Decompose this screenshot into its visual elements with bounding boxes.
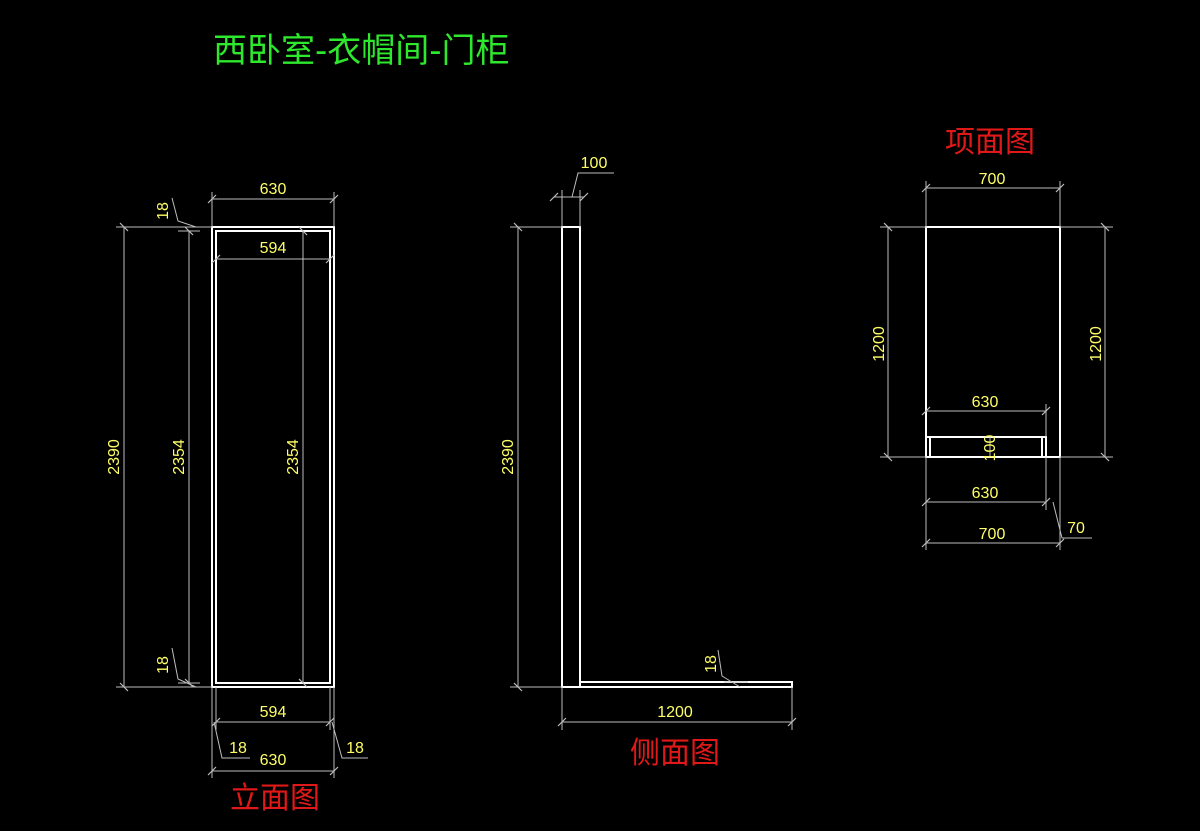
elevation-inner-frame <box>215 230 331 684</box>
top-view-label: 项面图 <box>945 125 1035 160</box>
dim-70: 70 <box>1067 520 1085 537</box>
dim-2354-left: 2354 <box>171 439 188 475</box>
drawing-title: 西卧室-衣帽间-门柜 <box>213 31 510 71</box>
elevation-view: 630 594 18 2390 2354 2354 18 594 63 <box>106 181 368 816</box>
dim-1200-side: 1200 <box>657 704 693 721</box>
side-view: 100 2390 18 1200 侧面图 <box>500 155 797 771</box>
side-bottom-board <box>579 681 793 688</box>
dim-594-bottom: 594 <box>260 704 287 721</box>
dim-18-bottom: 18 <box>155 656 172 674</box>
top-outer-outline <box>925 226 1061 458</box>
dim-100-top: 100 <box>982 435 999 462</box>
dim-630-top: 630 <box>260 181 287 198</box>
top-view: 项面图 700 1200 1200 630 100 630 <box>871 125 1113 550</box>
elevation-view-label: 立面图 <box>230 781 320 816</box>
dim-1200-right: 1200 <box>1088 326 1105 362</box>
top-door-panel <box>925 436 1047 458</box>
dim-630-inner: 630 <box>972 394 999 411</box>
dim-630-bottom: 630 <box>260 752 287 769</box>
elevation-outer-frame <box>211 226 335 688</box>
dim-700-below: 700 <box>979 526 1006 543</box>
dim-18-right: 18 <box>346 740 364 757</box>
dim-2354-right: 2354 <box>285 439 302 475</box>
side-view-label: 侧面图 <box>630 736 720 771</box>
dim-1200-left: 1200 <box>871 326 888 362</box>
dim-18-top: 18 <box>155 202 172 220</box>
dim-594-top: 594 <box>260 240 287 257</box>
dim-2390-side: 2390 <box>500 439 517 475</box>
dim-630-below: 630 <box>972 485 999 502</box>
dim-18-side: 18 <box>703 655 720 673</box>
dim-700-top: 700 <box>979 171 1006 188</box>
dim-18-left: 18 <box>229 740 247 757</box>
side-vertical-panel <box>561 226 581 688</box>
dim-2390-elevation: 2390 <box>106 439 123 475</box>
dim-100-side: 100 <box>581 155 608 172</box>
